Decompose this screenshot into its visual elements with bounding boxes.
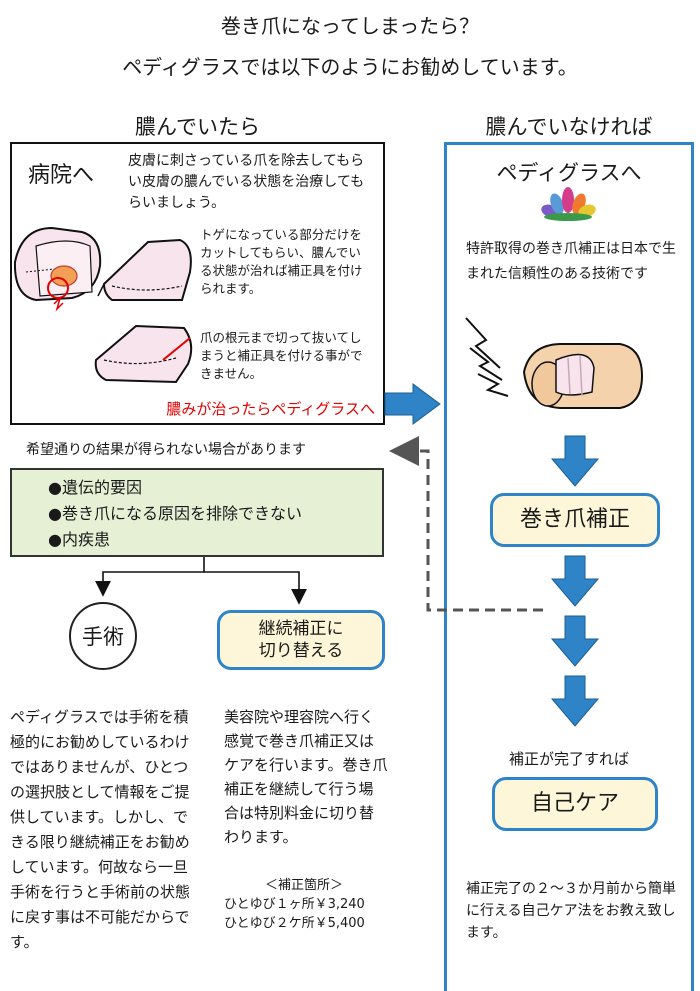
reason-item: ●内疾患 bbox=[48, 530, 110, 549]
hospital-note: 膿みが治ったらペディグラスへ bbox=[166, 400, 375, 418]
price-one-finger: ひとゆび１ヶ所￥3,240 bbox=[224, 897, 365, 912]
infected-toe-illustration bbox=[13, 226, 102, 312]
root-cut-nail-illustration bbox=[94, 324, 193, 384]
price-two-fingers: ひとゆび２ケ所￥5,400 bbox=[224, 916, 365, 931]
hospital-case2: 爪の根元まで切って抜いてしまうと補正具を付ける事ができません。 bbox=[200, 330, 363, 381]
feedback-dashed-arrow bbox=[389, 436, 543, 612]
arrow-to-pedigras bbox=[384, 383, 441, 425]
reason-item: ●遺伝的要因 bbox=[48, 478, 142, 497]
selfcare-text: 補正完了の２〜３か月前から簡単に行える自己ケア法をお教え致します。 bbox=[466, 881, 676, 941]
complete-caption: 補正が完了すれば bbox=[508, 750, 629, 768]
selfcare-node: 自己ケア bbox=[492, 777, 658, 831]
warning-text: 希望通りの結果が得られない場合があります bbox=[26, 442, 306, 458]
pedigras-logo bbox=[541, 187, 596, 221]
surgery-text: ペディグラスでは手術を積極的にお勧めしているわけではありませんが、ひとつの選択肢… bbox=[10, 708, 191, 951]
left-heading: 膿んでいたら bbox=[135, 115, 260, 139]
pedigras-label: ペディグラスへ bbox=[496, 161, 642, 185]
down-arrows bbox=[550, 435, 600, 727]
surgery-node: 手術 bbox=[69, 602, 137, 670]
hospital-intro: 皮膚に刺さっている爪を除去してもらい皮膚の膿んでいる状態を治療してもらいましょう… bbox=[128, 153, 365, 211]
branch-connectors bbox=[95, 557, 307, 605]
pedigras-text: 特許取得の巻き爪補正は日本で生まれた信頼性のある技術です bbox=[466, 241, 676, 282]
price-title: ＜補正箇所＞ bbox=[264, 878, 343, 893]
page-title: 巻き爪になってしまったら？ bbox=[220, 14, 480, 38]
correction-node: 巻き爪補正 bbox=[490, 493, 660, 547]
switch-text: 美容院や理容院へ行く感覚で巻き爪補正又はケアを行います。巻き爪補正を継続して行う… bbox=[224, 708, 388, 846]
corrected-toe-illustration bbox=[465, 317, 644, 409]
pedigras-column bbox=[444, 142, 694, 991]
hospital-case1: トゲになっている部分だけをカットしてもらい、膿んでいる状態が治れば補正具を付けら… bbox=[200, 227, 363, 296]
switch-node: 継続補正に 切り替える bbox=[217, 610, 385, 670]
cut-thorn-nail-illustration bbox=[97, 238, 192, 301]
page-subtitle: ペディグラスでは以下のようにお勧めしています。 bbox=[122, 55, 578, 79]
hospital-label: 病院へ bbox=[28, 163, 95, 188]
right-heading: 膿んでいなければ bbox=[485, 115, 653, 139]
reason-item: ●巻き爪になる原因を排除できない bbox=[48, 504, 302, 523]
reasons-box: ●遺伝的要因 ●巻き爪になる原因を排除できない ●内疾患 bbox=[10, 468, 384, 557]
